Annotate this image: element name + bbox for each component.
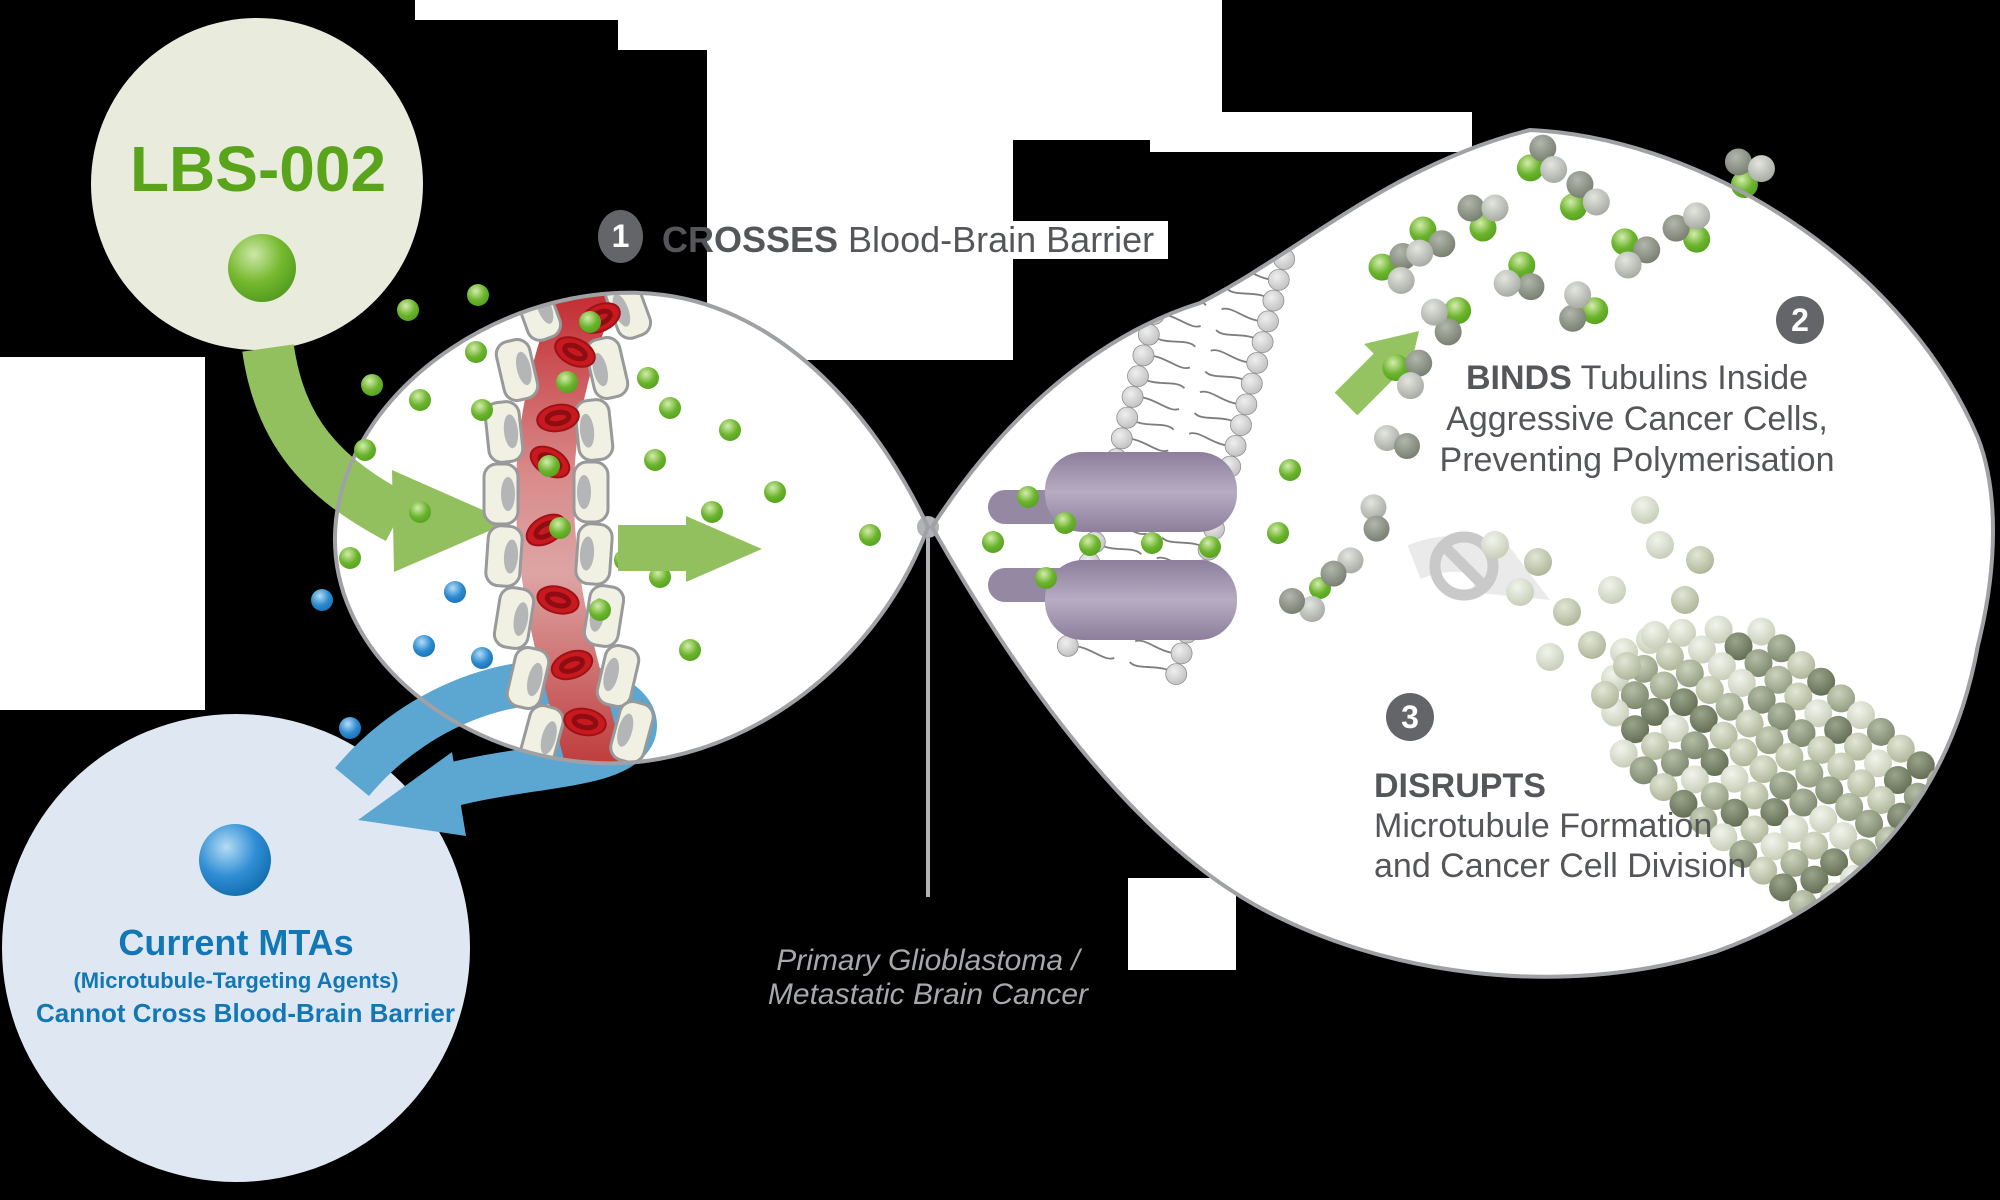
step-2-verb: BINDS xyxy=(1465,359,1572,397)
mta-molecule-sphere xyxy=(199,824,271,896)
lbs-dots-in-vessel xyxy=(538,311,601,539)
tubulin-dimers xyxy=(1279,134,1775,622)
step-1-badge: 1 xyxy=(598,210,643,263)
white-backdrop xyxy=(0,0,1472,970)
blood-vessel xyxy=(482,292,655,764)
step-2-line1: BINDS Tubulins Inside xyxy=(1387,358,1887,399)
step-2-number: 2 xyxy=(1791,301,1809,338)
step-1-label: CROSSES Blood-Brain Barrier xyxy=(662,219,1154,261)
mta-subtitle: (Microtubule-Targeting Agents) xyxy=(73,968,399,993)
red-blood-cells xyxy=(525,302,621,737)
mta-bubble xyxy=(2,714,470,1182)
step-2-line3: Preventing Polymerisation xyxy=(1439,441,1835,479)
step-2-line2: Aggressive Cancer Cells, xyxy=(1446,400,1828,438)
lbs-bubble xyxy=(91,18,423,350)
step-1-number: 1 xyxy=(611,218,630,254)
lbs-molecule-sphere xyxy=(228,234,296,302)
prohibition-icon xyxy=(1429,531,1499,601)
endothelial-cells xyxy=(482,292,655,764)
step-1-rest: Blood-Brain Barrier xyxy=(838,219,1155,260)
lbs-002-label: LBS-002 xyxy=(129,133,387,205)
step-3-verb: DISRUPTS xyxy=(1374,767,1546,805)
step-3-badge: 3 xyxy=(1386,693,1434,741)
lbs-arrow-icon xyxy=(242,343,510,572)
caption-line2: Metastatic Brain Cancer xyxy=(767,978,1089,1011)
step-2-rest: Tubulins Inside xyxy=(1571,359,1809,397)
step-2-label: BINDS Tubulins Inside Aggressive Cancer … xyxy=(1387,358,1887,481)
step-3-number: 3 xyxy=(1401,698,1419,735)
mta-title: Current MTAs xyxy=(118,922,354,963)
step-1-verb: CROSSES xyxy=(662,219,839,260)
mta-note: Cannot Cross Blood-Brain Barrier xyxy=(36,998,455,1028)
microtubule-lattice xyxy=(1481,496,1993,969)
step-3-label: DISRUPTS Microtubule Formation and Cance… xyxy=(1374,766,1746,886)
lbs-dots-through-channel xyxy=(982,459,1331,599)
exit-arrow-icon xyxy=(618,516,762,582)
step-2-badge: 2 xyxy=(1776,296,1824,344)
step-3-line2: Microtubule Formation xyxy=(1374,807,1713,845)
cell-blob-outline xyxy=(929,127,1995,979)
target-caption: Primary Glioblastoma / Metastatic Brain … xyxy=(728,944,1128,1012)
caption-line1: Primary Glioblastoma / xyxy=(776,944,1080,977)
step-3-line3: and Cancer Cell Division xyxy=(1374,847,1747,885)
teardrop-outline xyxy=(332,290,931,766)
